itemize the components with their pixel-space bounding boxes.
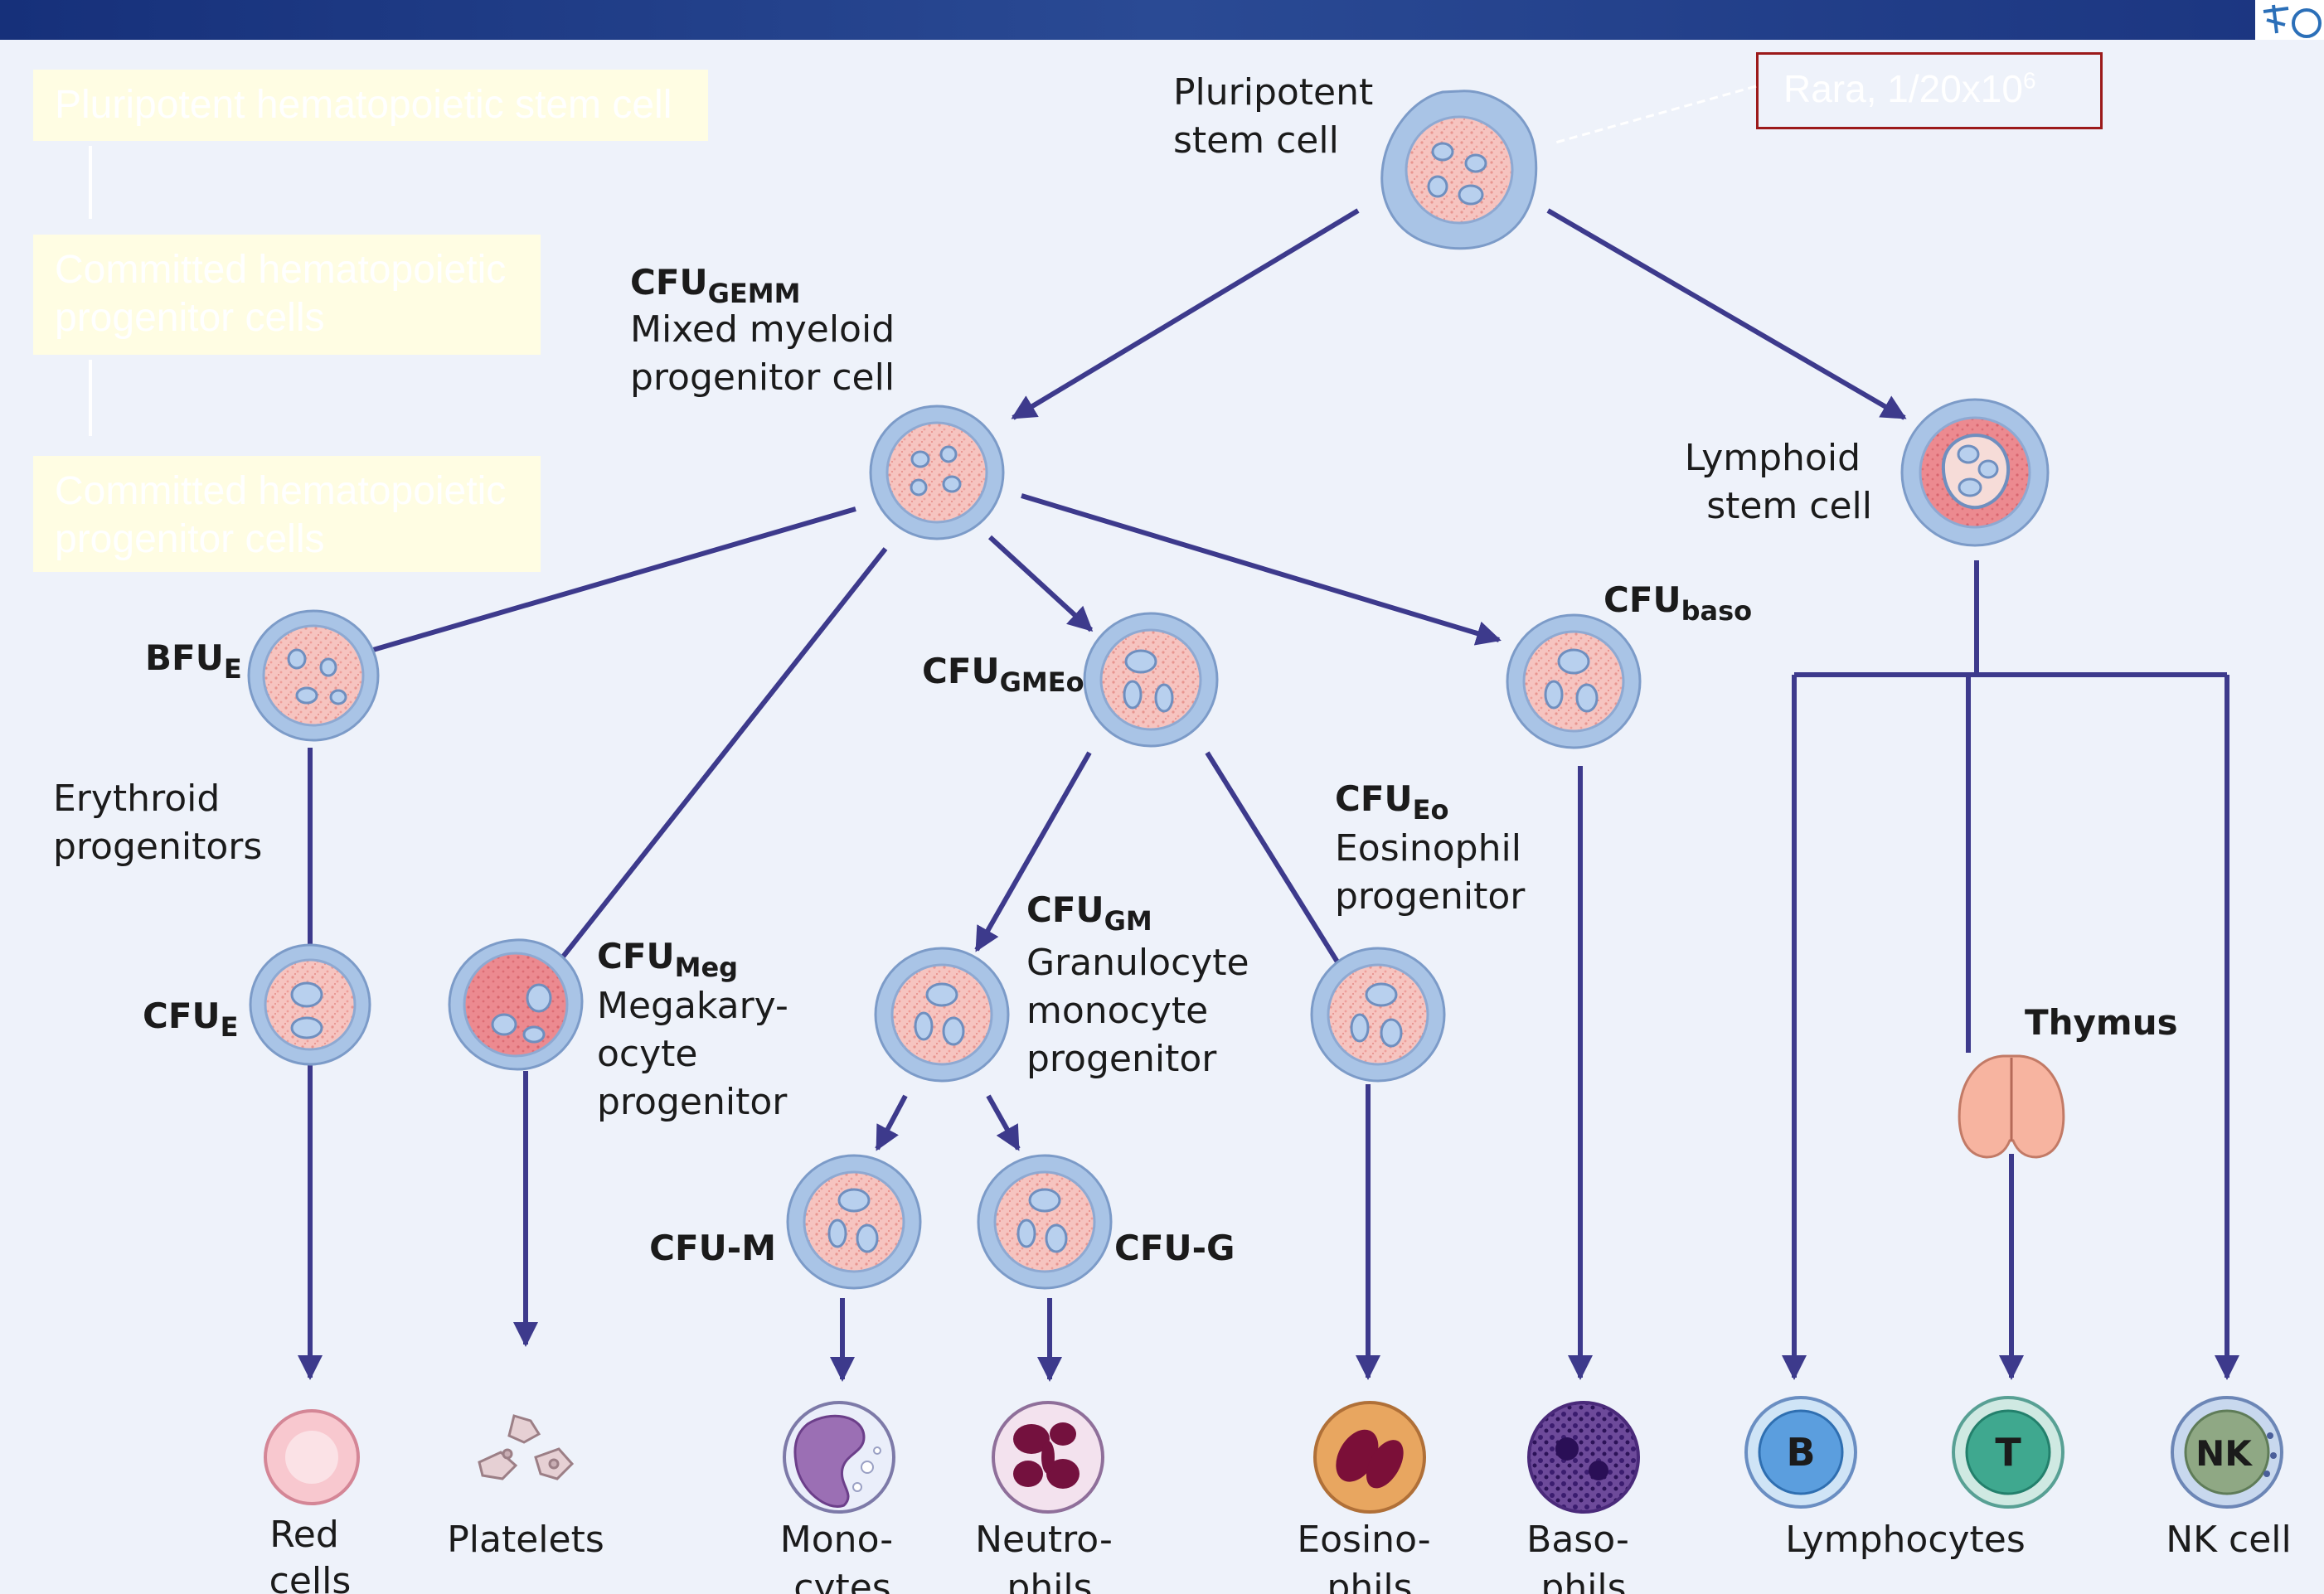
label-cfu-gmeo: CFUGMEo bbox=[922, 651, 1084, 698]
overlay-box-stem-cell: Pluripotent hematopoietic stem cell bbox=[33, 70, 708, 141]
label-eo-desc: Eosinophil progenitor bbox=[1335, 827, 1533, 918]
overlay-box-committed-1-l1: Committed hematopoietic bbox=[55, 248, 507, 292]
basophil-icon bbox=[1527, 1401, 1640, 1514]
label-red-cells: Red cells bbox=[269, 1514, 352, 1594]
eosinophil-icon bbox=[1313, 1401, 1426, 1514]
overlay-arrow-2 bbox=[89, 360, 92, 436]
overlay-box-stem-cell-text: Pluripotent hematopoietic stem cell bbox=[55, 83, 672, 127]
label-bfue: BFUE bbox=[145, 637, 242, 685]
label-gemm-desc: Mixed myeloid progenitor cell bbox=[630, 308, 906, 399]
t-cell-label: T bbox=[1995, 1430, 2021, 1475]
label-cfu-gm: CFUGM bbox=[1026, 889, 1152, 937]
overlay-box-committed-2-l2: progenitor cells bbox=[55, 517, 325, 561]
b-cell-icon: B bbox=[1744, 1396, 1857, 1509]
cell-lymphoid bbox=[1900, 398, 2050, 547]
cell-gemm bbox=[869, 405, 1005, 540]
cell-pluripotent bbox=[1380, 90, 1538, 250]
label-eosinophils: Eosino- phils bbox=[1297, 1519, 1442, 1594]
label-pluripotent: Pluripotent stem cell bbox=[1173, 71, 1385, 162]
header-bar bbox=[0, 0, 2324, 40]
cell-gmeo bbox=[1083, 612, 1219, 748]
label-nk-cell: NK cell bbox=[2166, 1519, 2291, 1561]
label-neutrophils: Neutro- phils bbox=[975, 1519, 1124, 1594]
platelets-icon bbox=[478, 1414, 575, 1480]
label-gm-desc: Granulocyte monocyte progenitor bbox=[1026, 942, 1261, 1080]
overlay-arrow-1 bbox=[89, 146, 92, 219]
rara-callout-pointer bbox=[1555, 85, 1757, 144]
cell-cfu-g bbox=[977, 1154, 1113, 1290]
label-lymphoid: Lymphoid stem cell bbox=[1685, 437, 1872, 527]
label-cfu-g: CFU-G bbox=[1114, 1228, 1235, 1268]
arrow-stem-to-gemm bbox=[1011, 208, 1360, 420]
thymus-icon bbox=[1958, 1054, 2065, 1159]
cell-cfu-m bbox=[786, 1154, 922, 1290]
overlay-box-committed-2-l1: Committed hematopoietic bbox=[55, 469, 507, 513]
label-cfu-meg: CFUMeg bbox=[597, 936, 738, 983]
line-gmeo-to-eo bbox=[1205, 751, 1341, 965]
rara-callout-box: Rara, 1/20x106 bbox=[1756, 52, 2103, 129]
t-cell-icon: T bbox=[1952, 1396, 2064, 1509]
red-cell-icon bbox=[264, 1409, 360, 1505]
overlay-box-committed-2: Committed hematopoietic progenitor cells bbox=[33, 456, 541, 572]
neutrophil-icon bbox=[992, 1401, 1104, 1514]
label-cfu-m: CFU-M bbox=[649, 1228, 776, 1268]
cell-cfue bbox=[249, 943, 371, 1066]
arrow-gm-to-m bbox=[875, 1094, 908, 1151]
arrow-gemm-to-baso bbox=[1021, 493, 1502, 646]
label-monocytes: Mono- cytes bbox=[780, 1519, 905, 1594]
line-gemm-to-bfue bbox=[372, 506, 856, 652]
line-gemm-to-meg bbox=[558, 547, 888, 962]
b-cell-label: B bbox=[1786, 1430, 1815, 1475]
label-cfu-e: CFUE bbox=[143, 996, 238, 1043]
monocyte-icon bbox=[783, 1401, 895, 1514]
arrow-gm-to-g bbox=[986, 1094, 1021, 1151]
cell-cfu-meg bbox=[448, 938, 584, 1071]
logo-icon bbox=[2255, 0, 2324, 40]
arrow-gemm-to-gmeo bbox=[987, 535, 1094, 632]
nk-cell-label: NK bbox=[2195, 1433, 2253, 1474]
label-cfu-gemm: CFUGEMM bbox=[630, 262, 800, 309]
overlay-box-committed-1-l2: progenitor cells bbox=[55, 296, 325, 340]
label-platelets: Platelets bbox=[447, 1519, 604, 1561]
label-meg-desc: Megakary- ocyte progenitor bbox=[597, 985, 800, 1123]
rara-callout-text: Rara, 1/20x106 bbox=[1783, 67, 2036, 110]
label-cfu-eo: CFUEo bbox=[1335, 778, 1448, 826]
label-basophils: Baso- phils bbox=[1526, 1519, 1641, 1594]
label-lymphocytes: Lymphocytes bbox=[1785, 1519, 2026, 1561]
overlay-box-committed-1: Committed hematopoietic progenitor cells bbox=[33, 235, 541, 355]
cell-baso-progenitor bbox=[1506, 613, 1642, 749]
cell-cfu-eo bbox=[1310, 947, 1446, 1083]
arrow-gmeo-to-gm bbox=[974, 751, 1092, 952]
label-thymus: Thymus bbox=[2025, 1002, 2178, 1043]
arrow-stem-to-lymphoid bbox=[1546, 208, 1907, 420]
label-erythroid: Erythroid progenitors bbox=[53, 778, 262, 868]
cell-cfu-gm bbox=[874, 947, 1010, 1083]
connectors bbox=[298, 208, 2239, 1382]
nk-cell-icon: NK bbox=[2171, 1396, 2283, 1509]
label-cfu-baso: CFUbaso bbox=[1604, 579, 1752, 627]
cell-bfue bbox=[247, 609, 380, 742]
